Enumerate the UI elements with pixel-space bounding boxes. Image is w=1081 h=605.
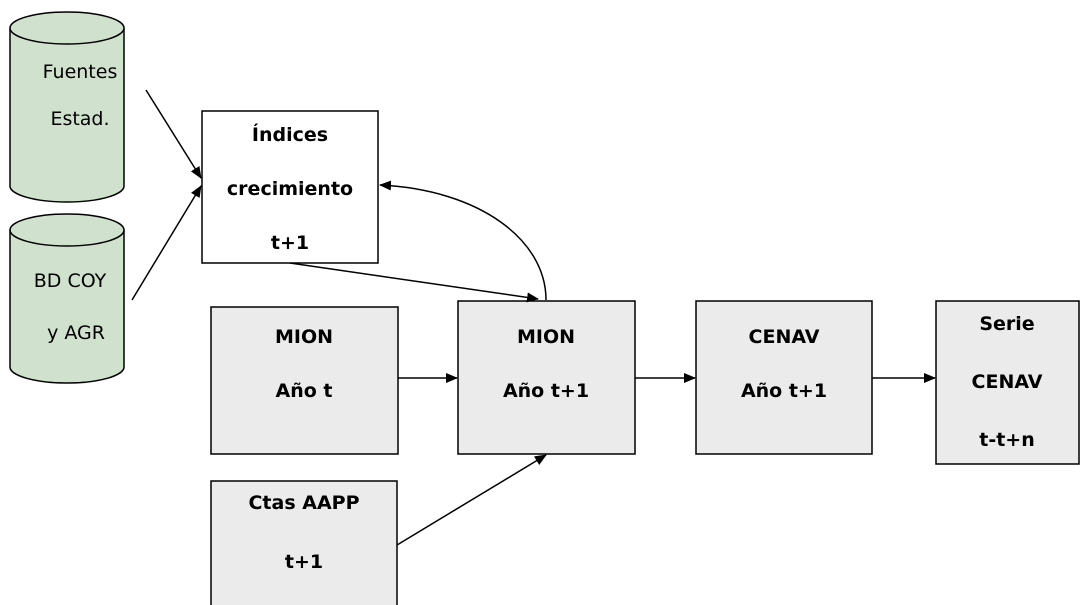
cylinder-fuentes-estad: Fuentes Estad. xyxy=(9,11,125,203)
arrow-indices-to-mion-t1 xyxy=(289,262,539,303)
box-cenav-ano-t1: CENAV Año t+1 xyxy=(695,300,873,455)
box-mion-ano-t: MION Año t xyxy=(210,306,399,455)
mion-t1-line1: MION xyxy=(517,326,575,348)
ctas-line2: t+1 xyxy=(285,551,323,573)
arrow-ctas-to-mion-t1 xyxy=(396,454,547,546)
serie-line3: t-t+n xyxy=(979,429,1035,451)
fuentes-line2: Estad. xyxy=(50,108,109,130)
ctas-line1: Ctas AAPP xyxy=(248,492,359,514)
indices-line2: crecimiento xyxy=(227,178,353,200)
mion-t-line2: Año t xyxy=(276,380,333,402)
arrow-bd-to-indices xyxy=(131,185,202,301)
connectors xyxy=(131,89,936,546)
fuentes-line1: Fuentes xyxy=(43,61,118,83)
box-mion-ano-t1: MION Año t+1 xyxy=(457,300,636,455)
arrow-mion-t1-to-indices xyxy=(379,180,547,301)
cenav-line2: Año t+1 xyxy=(741,380,827,402)
box-indices-crecimiento: Índices crecimiento t+1 xyxy=(201,110,379,264)
bd-line2: y AGR xyxy=(47,322,105,344)
bd-line1: BD COY xyxy=(34,270,107,292)
serie-line1: Serie xyxy=(979,313,1034,335)
mion-t1-line2: Año t+1 xyxy=(503,380,589,402)
indices-line1: Índices xyxy=(252,123,328,146)
arrow-fuentes-to-indices xyxy=(145,89,202,179)
indices-line3: t+1 xyxy=(271,232,309,254)
box-serie-cenav: Serie CENAV t-t+n xyxy=(935,300,1080,465)
cenav-line1: CENAV xyxy=(749,326,820,348)
cylinder-bd-coy: BD COY y AGR xyxy=(9,213,125,384)
mion-t-line1: MION xyxy=(275,326,333,348)
serie-line2: CENAV xyxy=(972,371,1043,393)
box-ctas-aapp: Ctas AAPP t+1 xyxy=(210,480,398,605)
